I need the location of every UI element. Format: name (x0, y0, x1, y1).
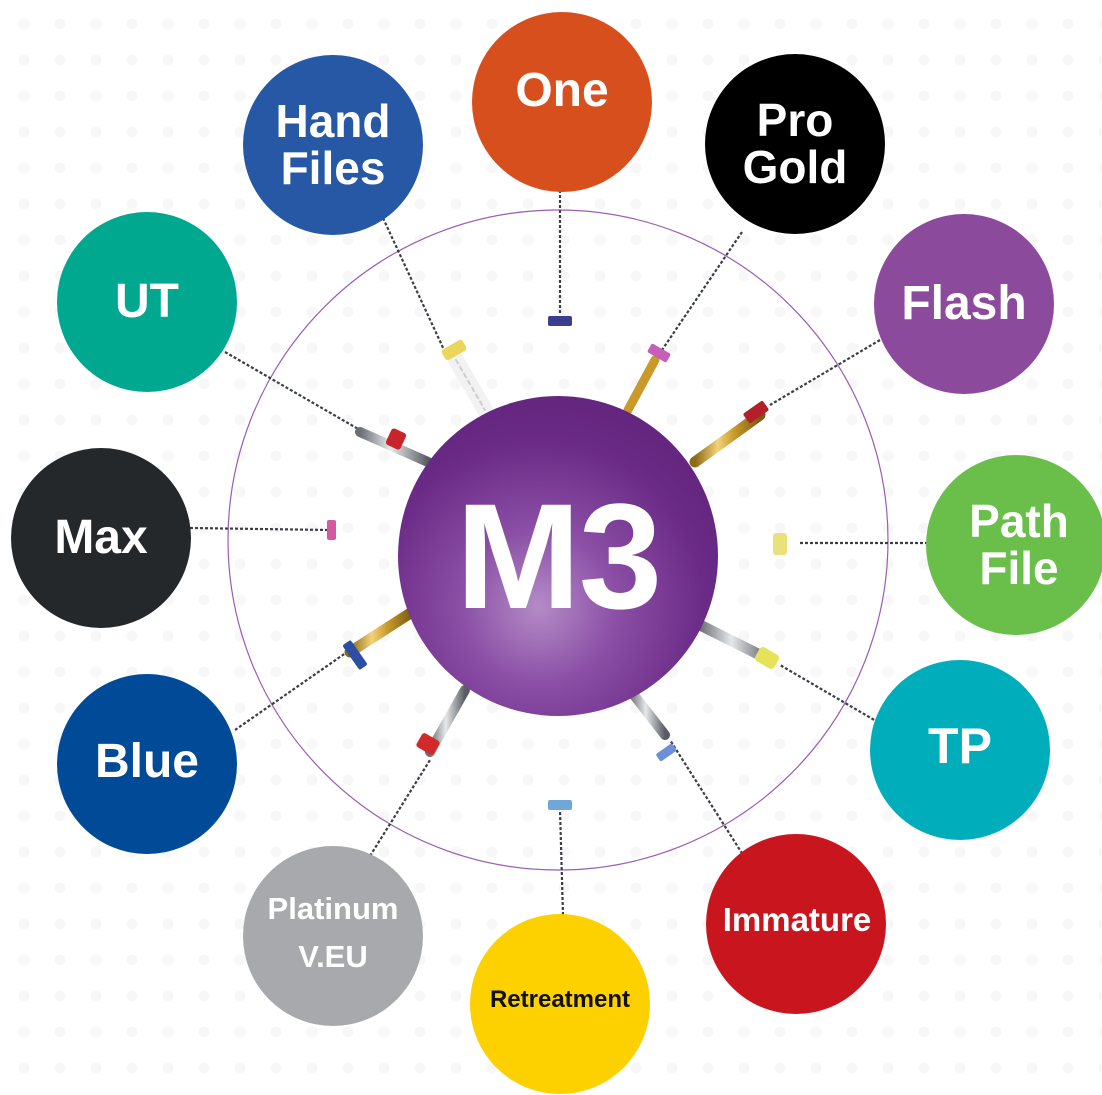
node-platinum-line2: V.EU (298, 939, 368, 974)
node-retreatment[interactable]: Retreatment (470, 914, 650, 1094)
node-hand-files[interactable]: Hand Files (243, 55, 423, 235)
node-immature-label: Immature (722, 901, 872, 939)
node-tp-label: TP (928, 717, 992, 774)
node-path-file-line1: Path (969, 495, 1069, 548)
node-max[interactable]: Max (11, 448, 191, 628)
node-hand-files-line1: Hand (275, 95, 391, 148)
center-label: M3 (455, 471, 662, 640)
center-node: M3 (398, 396, 718, 716)
node-blue[interactable]: Blue (57, 674, 237, 854)
node-tp[interactable]: TP (870, 660, 1050, 840)
node-ut[interactable]: UT (57, 212, 237, 392)
node-pro-gold-line2: Gold (742, 141, 848, 193)
node-flash-label: Flash (901, 276, 1027, 330)
file-tips (189, 190, 928, 916)
node-hand-files-line2: Files (280, 142, 386, 194)
node-immature[interactable]: Immature (706, 834, 886, 1014)
node-platinum[interactable]: Platinum V.EU (243, 846, 423, 1026)
file-shanks (325, 316, 797, 810)
node-pro-gold[interactable]: Pro Gold (705, 54, 885, 234)
node-one-label: One (515, 63, 609, 117)
node-blue-label: Blue (94, 734, 199, 788)
node-pro-gold-line1: Pro (756, 94, 834, 147)
node-retreatment-label: Retreatment (489, 985, 631, 1013)
node-platinum-line1: Platinum (267, 890, 399, 926)
node-one[interactable]: One (472, 12, 652, 192)
node-ut-label: UT (115, 274, 179, 328)
orbit-ring (227, 209, 889, 871)
node-max-label: Max (54, 510, 148, 564)
node-path-file[interactable]: Path File (926, 455, 1102, 635)
node-path-file-line2: File (979, 542, 1059, 594)
node-flash[interactable]: Flash (874, 214, 1054, 394)
